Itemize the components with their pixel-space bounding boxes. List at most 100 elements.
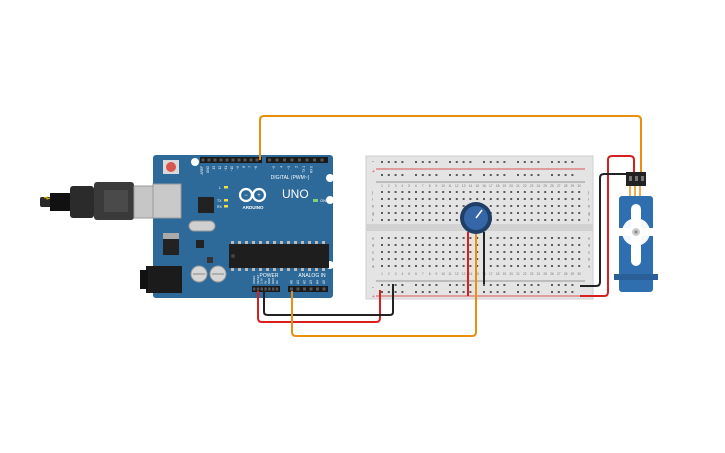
breadboard-hole[interactable] xyxy=(449,212,451,214)
breadboard-hole[interactable] xyxy=(421,237,424,239)
breadboard-hole[interactable] xyxy=(394,198,397,200)
breadboard-hole[interactable] xyxy=(462,237,465,239)
header-pin[interactable] xyxy=(313,158,316,162)
header-pin[interactable] xyxy=(290,287,293,291)
breadboard-rail-hole[interactable] xyxy=(537,161,540,163)
breadboard-rail-hole[interactable] xyxy=(564,284,567,286)
header-pin[interactable] xyxy=(275,287,279,291)
breadboard-hole[interactable] xyxy=(510,198,513,200)
header-pin[interactable] xyxy=(283,158,286,162)
breadboard-hole[interactable] xyxy=(381,198,383,200)
breadboard-hole[interactable] xyxy=(523,258,526,260)
breadboard-rail-hole[interactable] xyxy=(449,291,451,293)
breadboard-hole[interactable] xyxy=(503,205,506,207)
breadboard-hole[interactable] xyxy=(503,244,506,246)
breadboard-hole[interactable] xyxy=(557,212,560,214)
breadboard-hole[interactable] xyxy=(462,191,465,193)
breadboard-hole[interactable] xyxy=(557,191,560,193)
breadboard-hole[interactable] xyxy=(476,191,479,193)
breadboard-hole[interactable] xyxy=(557,244,560,246)
breadboard-hole[interactable] xyxy=(421,205,424,207)
header-pin[interactable] xyxy=(225,158,229,162)
breadboard-rail-hole[interactable] xyxy=(571,174,574,176)
breadboard-rail-hole[interactable] xyxy=(394,291,397,293)
breadboard-hole[interactable] xyxy=(489,244,492,246)
breadboard-hole[interactable] xyxy=(394,258,397,260)
breadboard-hole[interactable] xyxy=(421,251,424,253)
breadboard-hole[interactable] xyxy=(530,198,533,200)
breadboard-hole[interactable] xyxy=(523,265,526,267)
breadboard-hole[interactable] xyxy=(537,219,540,221)
breadboard-rail-hole[interactable] xyxy=(401,284,404,286)
header-pin[interactable] xyxy=(243,158,247,162)
breadboard-hole[interactable] xyxy=(455,219,458,221)
breadboard-hole[interactable] xyxy=(442,191,445,193)
breadboard-rail-hole[interactable] xyxy=(537,284,540,286)
breadboard-rail-hole[interactable] xyxy=(489,174,492,176)
breadboard-rail-hole[interactable] xyxy=(489,291,492,293)
breadboard-hole[interactable] xyxy=(428,198,431,200)
header-pin[interactable] xyxy=(309,287,313,291)
breadboard-hole[interactable] xyxy=(496,258,499,260)
breadboard-hole[interactable] xyxy=(428,265,431,267)
breadboard-hole[interactable] xyxy=(435,191,438,193)
breadboard-hole[interactable] xyxy=(564,244,567,246)
breadboard-rail-hole[interactable] xyxy=(537,291,540,293)
breadboard-hole[interactable] xyxy=(564,251,567,253)
breadboard-rail-hole[interactable] xyxy=(483,174,485,176)
breadboard-rail-hole[interactable] xyxy=(428,291,431,293)
breadboard-hole[interactable] xyxy=(415,205,417,207)
breadboard-rail-hole[interactable] xyxy=(523,174,526,176)
breadboard-hole[interactable] xyxy=(578,258,581,260)
breadboard-hole[interactable] xyxy=(415,237,417,239)
breadboard-rail-hole[interactable] xyxy=(421,161,424,163)
breadboard-hole[interactable] xyxy=(537,251,540,253)
breadboard-rail-hole[interactable] xyxy=(449,284,451,286)
breadboard-hole[interactable] xyxy=(408,244,411,246)
breadboard-hole[interactable] xyxy=(510,251,513,253)
breadboard-hole[interactable] xyxy=(530,205,533,207)
breadboard-hole[interactable] xyxy=(428,205,431,207)
breadboard-hole[interactable] xyxy=(510,212,513,214)
breadboard-hole[interactable] xyxy=(523,219,526,221)
breadboard-hole[interactable] xyxy=(381,205,383,207)
breadboard-hole[interactable] xyxy=(537,244,540,246)
breadboard-hole[interactable] xyxy=(455,237,458,239)
breadboard-hole[interactable] xyxy=(408,205,411,207)
breadboard-rail-hole[interactable] xyxy=(415,291,417,293)
breadboard-hole[interactable] xyxy=(483,191,485,193)
arduino-uno-board[interactable]: DIGITAL (PWM~) − + UNO ARDUINO ON L TX R… xyxy=(140,155,334,298)
breadboard-hole[interactable] xyxy=(435,265,438,267)
breadboard-hole[interactable] xyxy=(408,191,411,193)
breadboard-hole[interactable] xyxy=(503,258,506,260)
breadboard-hole[interactable] xyxy=(571,258,574,260)
breadboard-hole[interactable] xyxy=(496,212,499,214)
breadboard-rail-hole[interactable] xyxy=(421,291,424,293)
breadboard-hole[interactable] xyxy=(537,258,540,260)
breadboard-hole[interactable] xyxy=(510,237,513,239)
breadboard-hole[interactable] xyxy=(557,265,560,267)
breadboard-hole[interactable] xyxy=(381,251,383,253)
breadboard-hole[interactable] xyxy=(530,219,533,221)
breadboard-hole[interactable] xyxy=(442,251,445,253)
breadboard-hole[interactable] xyxy=(517,258,519,260)
breadboard-hole[interactable] xyxy=(401,265,404,267)
breadboard-rail-hole[interactable] xyxy=(387,161,390,163)
breadboard-hole[interactable] xyxy=(503,191,506,193)
breadboard-hole[interactable] xyxy=(557,205,560,207)
breadboard-hole[interactable] xyxy=(408,212,411,214)
breadboard-hole[interactable] xyxy=(517,212,519,214)
breadboard-rail-hole[interactable] xyxy=(421,284,424,286)
breadboard-hole[interactable] xyxy=(510,191,513,193)
breadboard-hole[interactable] xyxy=(428,251,431,253)
breadboard-hole[interactable] xyxy=(394,191,397,193)
breadboard-hole[interactable] xyxy=(455,251,458,253)
breadboard-hole[interactable] xyxy=(435,205,438,207)
wire-a0-to-pot[interactable] xyxy=(291,230,477,337)
breadboard-rail-hole[interactable] xyxy=(387,291,390,293)
breadboard-hole[interactable] xyxy=(530,265,533,267)
breadboard-hole[interactable] xyxy=(449,237,451,239)
breadboard-hole[interactable] xyxy=(564,205,567,207)
breadboard-rail-hole[interactable] xyxy=(503,161,506,163)
breadboard-rail-hole[interactable] xyxy=(469,174,472,176)
